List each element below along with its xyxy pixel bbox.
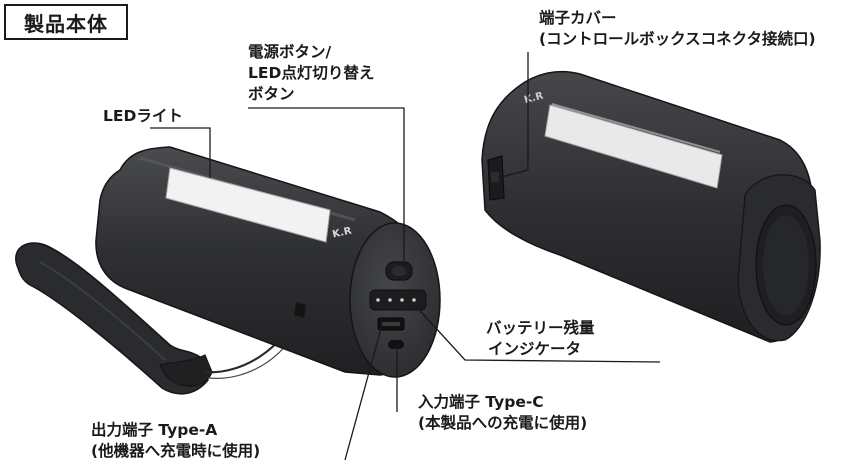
label-battery-indicator-line2: インジケータ: [488, 340, 582, 358]
device-front-view: K.R: [95, 146, 441, 378]
label-battery-indicator: バッテリー残量 インジケータ: [486, 318, 595, 360]
battery-indicator-strip: [369, 289, 427, 311]
label-terminal-cover: 端子カバー (コントロールボックスコネクタ接続口): [539, 8, 816, 50]
label-output-port-line1: 出力端子 Type-A: [91, 421, 218, 439]
label-terminal-cover-line1: 端子カバー: [539, 9, 617, 27]
label-terminal-cover-line2: (コントロールボックスコネクタ接続口): [539, 30, 816, 48]
label-battery-indicator-line1: バッテリー残量: [486, 319, 595, 337]
label-input-port-line2: (本製品への充電に使用): [418, 414, 588, 432]
brand-logo: K.R: [331, 226, 352, 241]
label-power-button-line3: ボタン: [248, 85, 295, 103]
label-output-port-line2: (他機器へ充電時に使用): [91, 442, 261, 460]
leader-battery-indicator: [411, 301, 661, 363]
section-heading: 製品本体: [24, 11, 108, 36]
leader-lines: [150, 52, 661, 461]
usb-c-port-shape: [388, 340, 404, 349]
leader-terminal-cover: [497, 52, 529, 179]
strap: [15, 242, 305, 395]
label-input-port: 入力端子 Type-C (本製品への充電に使用): [418, 392, 587, 434]
leader-power-button: [248, 107, 405, 268]
label-output-port: 出力端子 Type-A (他機器へ充電時に使用): [91, 420, 260, 462]
leader-led-light: [150, 127, 211, 178]
label-led-light: LEDライト: [103, 107, 183, 125]
label-power-button-line1: 電源ボタン/: [248, 43, 332, 61]
leader-output-port: [344, 324, 383, 461]
label-input-port-line1: 入力端子 Type-C: [418, 393, 544, 411]
rear-light-panel: [544, 104, 723, 189]
led-light-panel: [165, 167, 331, 243]
section-heading-box: 製品本体: [4, 4, 128, 40]
label-power-button-line2: LED点灯切り替え: [248, 64, 375, 82]
device-rear-view: K.R: [481, 70, 821, 343]
label-power-button: 電源ボタン/ LED点灯切り替え ボタン: [248, 42, 374, 105]
